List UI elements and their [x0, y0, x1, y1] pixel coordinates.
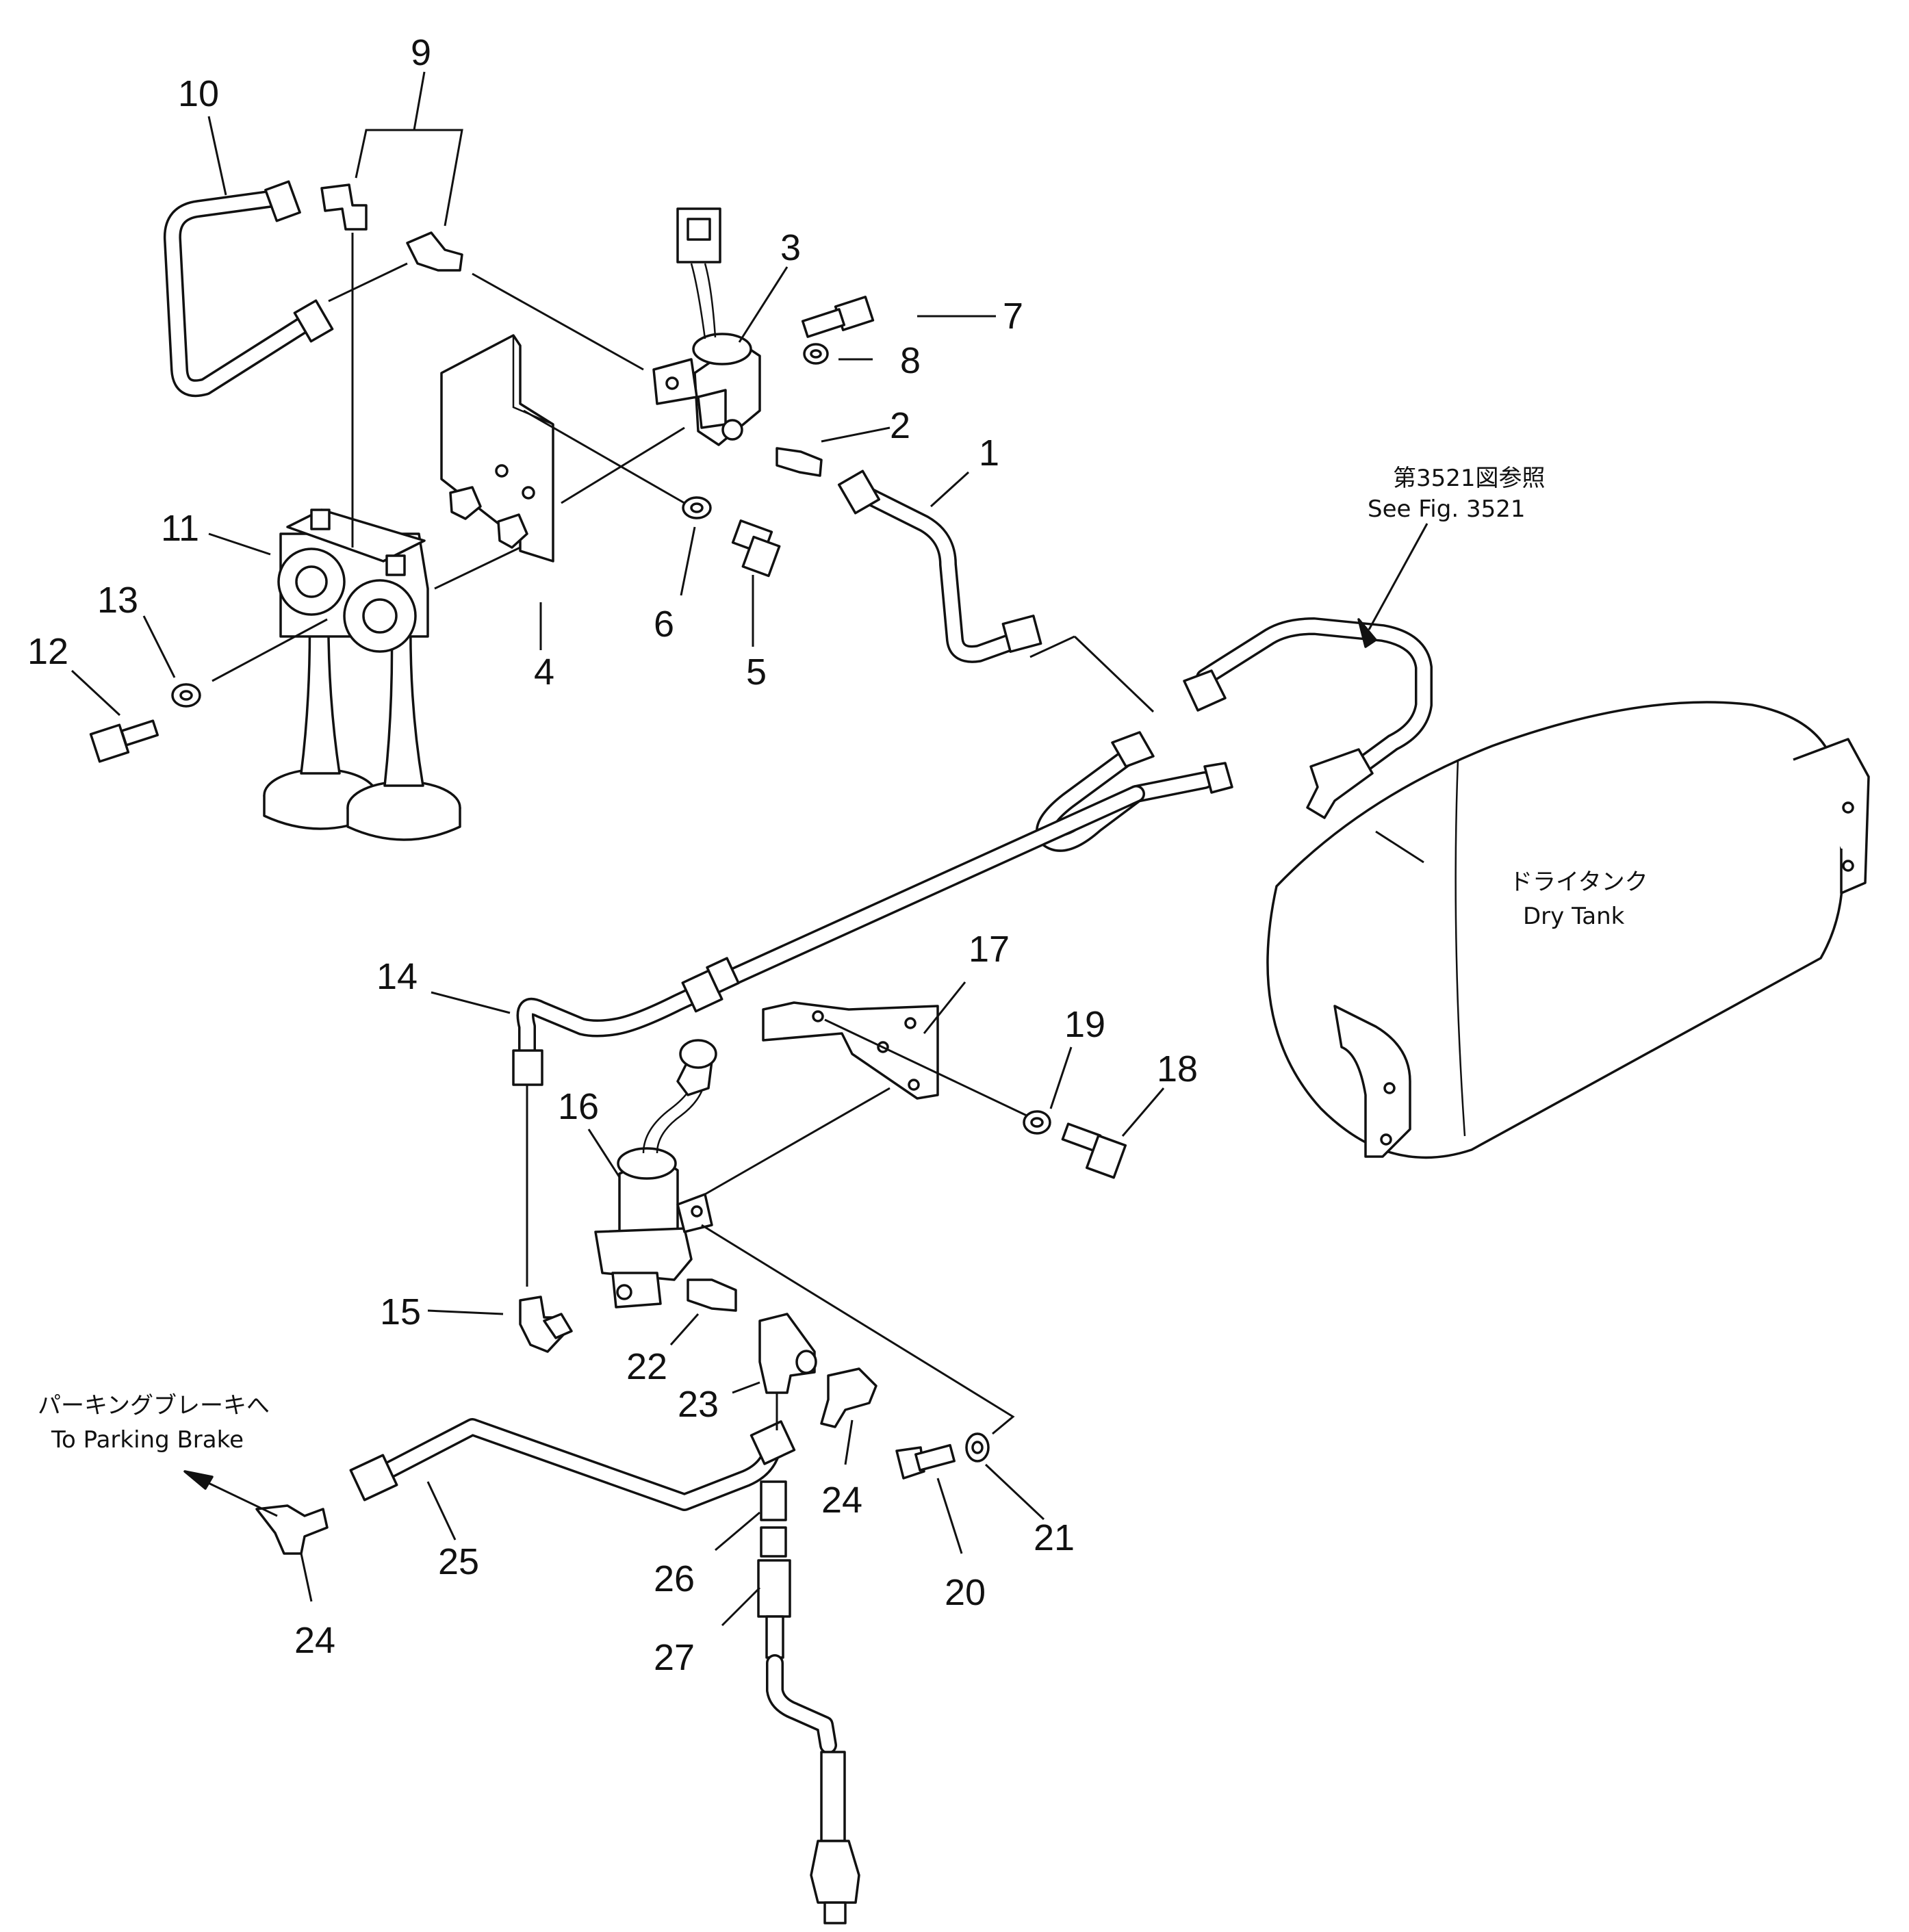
label-20: 20 [945, 1572, 986, 1613]
label-23: 23 [678, 1384, 719, 1425]
label-14: 14 [376, 956, 418, 997]
label-18: 18 [1157, 1048, 1198, 1090]
label-1: 1 [979, 433, 999, 474]
bolt-5-washer-6 [682, 496, 781, 578]
label-17: 17 [969, 929, 1010, 970]
parking-brake-en-label: To Parking Brake [51, 1426, 244, 1454]
horn-assembly [89, 508, 461, 841]
pipe-14-elbow-15 [512, 785, 1145, 1353]
label-4: 4 [534, 652, 554, 693]
connector-22 [687, 1278, 737, 1312]
label-2: 2 [890, 405, 910, 446]
elbow-24-left [255, 1504, 329, 1555]
bolt-18-washer-19 [1023, 1110, 1127, 1179]
connector-2 [776, 447, 823, 477]
dry-tank-jp-label: ドライタンク [1509, 868, 1648, 896]
elbow-24-right [820, 1367, 877, 1428]
label-27: 27 [654, 1637, 695, 1678]
label-10: 10 [178, 73, 219, 114]
label-24-right: 24 [821, 1480, 862, 1521]
annotations: 第3521図参照 See Fig. 3521 ドライタンク Dry Tank パ… [38, 465, 1648, 1454]
label-6: 6 [654, 604, 674, 645]
label-25: 25 [438, 1541, 479, 1582]
label-13: 13 [97, 580, 138, 621]
label-16: 16 [558, 1086, 599, 1127]
label-26: 26 [654, 1558, 695, 1599]
bolt-20-washer-21 [895, 1432, 990, 1480]
pipe-10-and-elbows-9 [163, 180, 463, 398]
label-7: 7 [1003, 296, 1023, 337]
pipe-25 [349, 1418, 796, 1511]
dry-tank [1266, 701, 1870, 1159]
label-22: 22 [626, 1346, 667, 1387]
leader-lines [71, 71, 1428, 1627]
label-15: 15 [380, 1291, 421, 1332]
bracket-17 [762, 1001, 939, 1100]
solenoid-valve-16 [594, 1039, 717, 1309]
bolt-7-washer-8 [801, 296, 875, 365]
part-number-labels: 1 2 3 4 5 6 7 8 9 10 11 12 13 14 15 16 1… [27, 32, 1198, 1678]
label-21: 21 [1034, 1517, 1075, 1558]
parking-brake-jp-label: パーキングブレーキへ [38, 1392, 270, 1419]
bracket-4 [440, 334, 554, 563]
label-12: 12 [27, 631, 68, 672]
fitting-26-filter-27 [757, 1480, 860, 1924]
dry-tank-en-label: Dry Tank [1523, 903, 1625, 930]
label-11: 11 [161, 508, 199, 549]
see-fig-jp-label: 第3521図参照 [1393, 465, 1546, 492]
label-19: 19 [1064, 1004, 1105, 1045]
label-9: 9 [411, 32, 431, 73]
label-8: 8 [900, 340, 921, 381]
see-fig-en-label: See Fig. 3521 [1368, 495, 1525, 523]
label-5: 5 [746, 652, 767, 693]
pressure-switch-3 [652, 207, 761, 446]
tee-23 [758, 1313, 817, 1394]
label-24-left: 24 [294, 1620, 335, 1661]
label-3: 3 [780, 227, 801, 268]
pipe-1 [837, 469, 1042, 663]
